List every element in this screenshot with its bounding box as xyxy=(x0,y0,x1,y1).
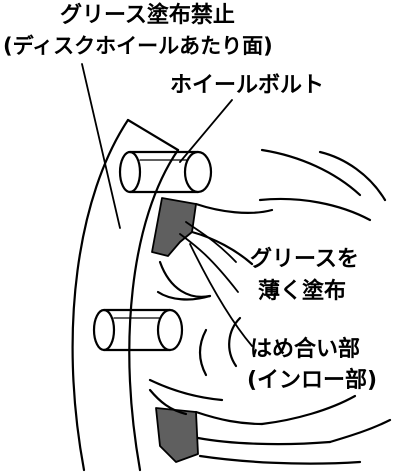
thin-grease-sublabel: 薄く塗布 xyxy=(258,279,347,304)
no-grease-label: グリース塗布禁止 xyxy=(60,3,235,28)
fit-part-sublabel: (インロー部) xyxy=(247,368,378,393)
upper-wheel-bolt xyxy=(118,150,213,194)
hub-contours xyxy=(148,148,392,465)
hub-flange-ring xyxy=(71,118,180,472)
leader-lines xyxy=(81,63,253,347)
wheel-bolt-label: ホイールボルト xyxy=(170,73,325,98)
lower-wheel-bolt xyxy=(92,308,184,352)
fit-part-label: はめ合い部 xyxy=(250,337,361,362)
no-grease-sublabel: (ディスクホイールあたり面) xyxy=(3,34,273,58)
thin-grease-label: グリースを xyxy=(250,247,359,272)
